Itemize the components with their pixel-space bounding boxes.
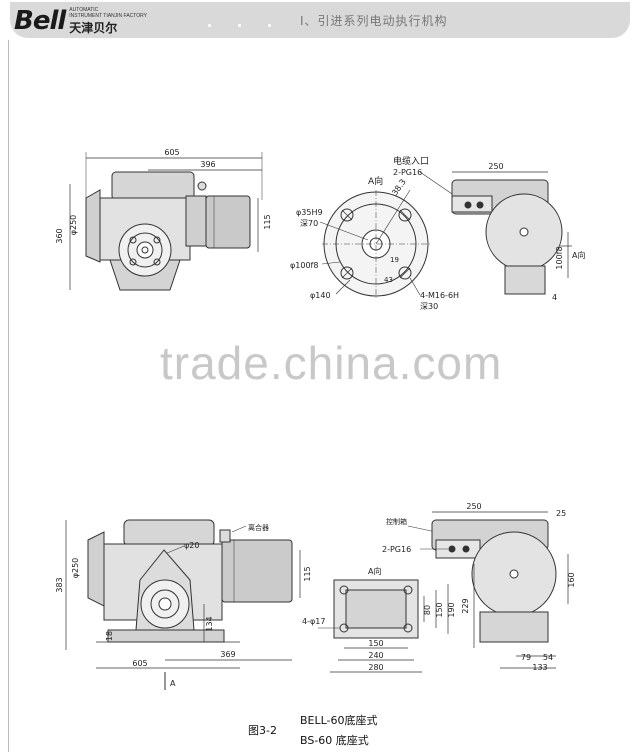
angle-38: 38.3 [390, 177, 408, 197]
dim-115: 115 [263, 214, 272, 229]
small-43: 43 [384, 276, 393, 284]
dim-396: 396 [200, 160, 215, 169]
logo-sub1: AUTOMATIC [69, 6, 99, 13]
top-front-view: 605 396 360 φ250 115 [55, 148, 272, 291]
control-box: 控制箱 [386, 517, 407, 526]
cable-entry: 电缆入口 [393, 155, 429, 167]
flange-direction: A向 [368, 175, 383, 187]
side-direction: A向 [572, 250, 585, 260]
dim-250: φ250 [69, 215, 78, 236]
side-small: 4 [552, 293, 557, 302]
bs-133: 133 [532, 663, 547, 672]
top-flange-view: A向 电缆入口 2-PG16 38.3 φ35H9 深70 φ100f8 φ14… [290, 155, 459, 311]
bolt-label: 4-M16-6H [420, 291, 459, 300]
bs-25: 25 [556, 509, 566, 518]
bottom-front-view: 383 φ250 离合器 φ20 115 134 18 605 369 A [55, 519, 312, 690]
dim-605: 605 [164, 148, 179, 157]
decor-dot [268, 24, 271, 27]
watermark: trade.china.com [160, 337, 503, 389]
dim-360: 360 [55, 228, 64, 243]
pcd-label: φ140 [310, 291, 331, 300]
decor-dot [238, 24, 241, 27]
b-250: φ250 [71, 558, 80, 579]
bs-160: 160 [567, 572, 576, 587]
page-header: Bell AUTOMATIC INSTRUMENT TIANJIN FACTOR… [0, 0, 638, 44]
b-view-a: A [170, 679, 176, 688]
logo-sub2: INSTRUMENT TIANJIN FACTORY [69, 12, 147, 19]
header-bar [10, 2, 630, 38]
logo-text: Bell [14, 6, 66, 36]
top-side-view: 250 100f8 A向 4 [451, 162, 585, 302]
side-width: 250 [488, 162, 503, 171]
caption-line1: BELL-60底座式 [300, 714, 378, 727]
depth70-label: 深70 [300, 219, 318, 228]
logo-chinese: 天津贝尔 [69, 20, 118, 35]
b-18: 18 [105, 631, 114, 641]
hole-20: φ20 [184, 541, 199, 550]
depth30-label: 深30 [420, 302, 438, 311]
bottom-base-view: A向 4-φ17 150 240 280 80 150 190 [302, 566, 456, 673]
pilot-label: φ100f8 [290, 261, 318, 270]
bs-79: 79 [521, 653, 531, 662]
base-holes: 4-φ17 [302, 617, 325, 626]
b-134: 134 [205, 616, 214, 631]
bell-logo: Bell AUTOMATIC INSTRUMENT TIANJIN FACTOR… [14, 4, 147, 38]
bs-250: 250 [466, 502, 481, 511]
base-150: 150 [368, 639, 383, 648]
figure-number: 图3-2 [248, 724, 277, 737]
side-height: 100f8 [555, 246, 564, 269]
decor-dot [208, 24, 211, 27]
b-605: 605 [132, 659, 147, 668]
bs-229: 229 [461, 598, 470, 613]
b-383: 383 [55, 577, 64, 592]
base-240: 240 [368, 651, 383, 660]
caption-line2: BS-60 底座式 [300, 734, 369, 747]
cable-spec: 2-PG16 [393, 168, 422, 177]
page-rule [8, 40, 9, 752]
base-280: 280 [368, 663, 383, 672]
b-115: 115 [303, 566, 312, 581]
base-direction: A向 [368, 566, 381, 576]
base-190: 190 [447, 602, 456, 617]
bs-54: 54 [543, 653, 553, 662]
base-150v: 150 [435, 602, 444, 617]
section-title: I、引进系列电动执行机构 [300, 14, 448, 28]
bore-label: φ35H9 [296, 208, 323, 217]
base-80: 80 [423, 605, 432, 615]
b-369: 369 [220, 650, 235, 659]
bs-pg: 2-PG16 [382, 545, 411, 554]
small-19: 19 [390, 256, 399, 264]
clutch-label: 离合器 [248, 523, 269, 532]
bottom-side-view: 250 25 控制箱 2-PG16 229 160 79 54 133 [382, 502, 576, 672]
